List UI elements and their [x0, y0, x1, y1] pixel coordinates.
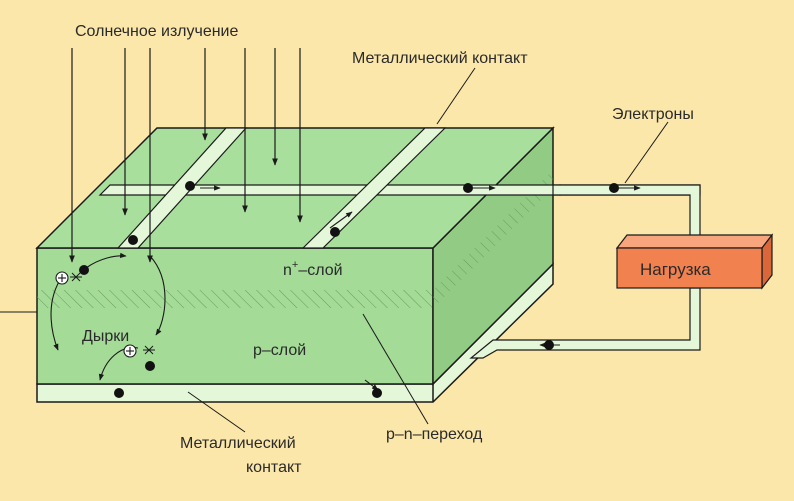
load-label: Нагрузка: [640, 260, 711, 279]
cell-front-face: [36, 247, 434, 385]
pn-junction-label: p–n–переход: [386, 426, 483, 443]
generation-sparks: [70, 272, 155, 355]
holes-label: Дырки: [82, 328, 129, 345]
metal-contact-bottom-label-line2: контакт: [246, 459, 302, 476]
metal-contact-bottom-label-line1: Металлический: [180, 435, 296, 452]
circuit-wire: [469, 184, 701, 359]
leader-lines: [0, 67, 669, 433]
metal-contact-top-label: Металлический контакт: [352, 50, 528, 67]
n-layer-label: n+–слой: [283, 259, 343, 279]
pn-junction-zone: [37, 290, 433, 308]
electrons: [79, 181, 619, 398]
p-layer-label: p–слой: [253, 342, 306, 359]
electrons-label: Электроны: [612, 106, 694, 123]
load-box: [615, 233, 774, 290]
solar-radiation-label: Солнечное излучение: [75, 23, 238, 40]
solar-radiation-arrows: [69, 48, 303, 263]
holes-symbols: [55, 271, 137, 358]
carrier-arrows: [50, 185, 641, 391]
